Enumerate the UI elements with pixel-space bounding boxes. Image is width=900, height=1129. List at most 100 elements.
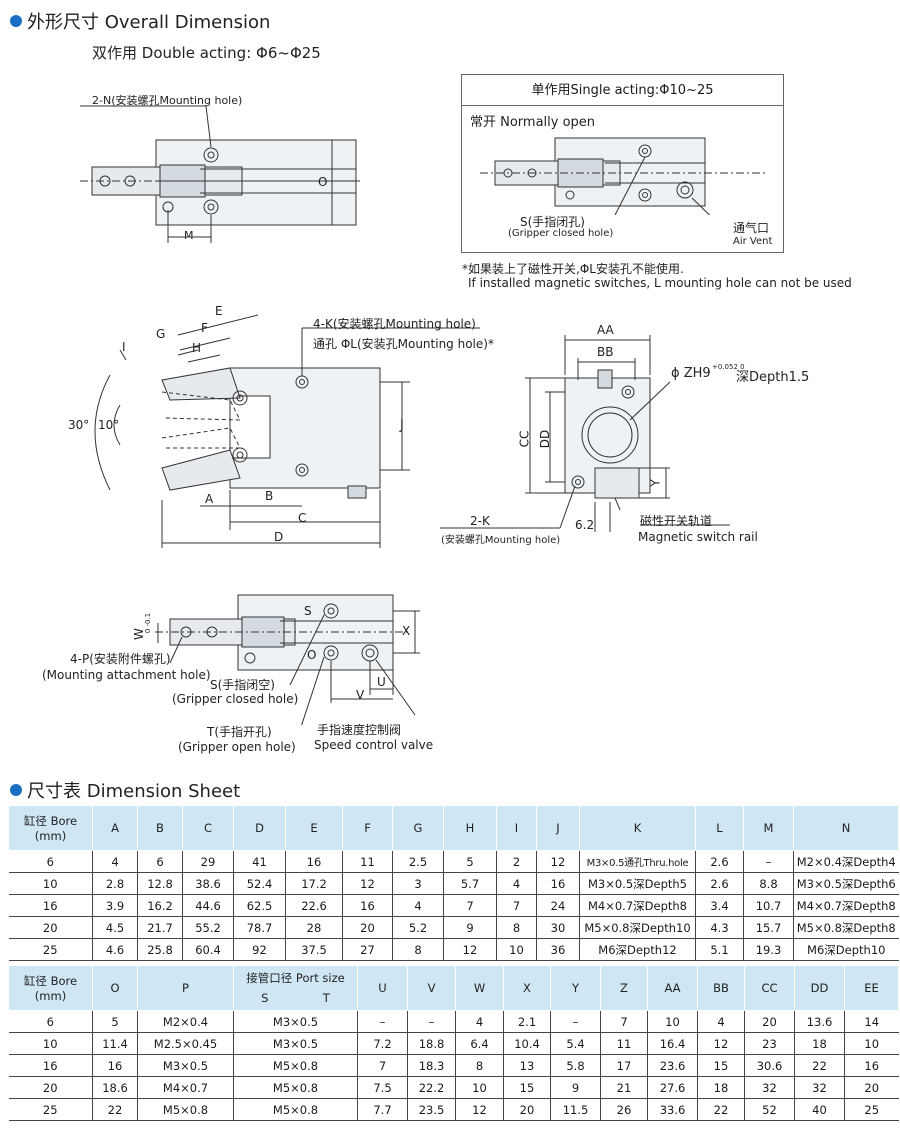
table-cell: 78.7: [233, 916, 286, 939]
table-cell: 44.6: [182, 894, 234, 917]
table-cell: 10: [455, 1076, 504, 1099]
dim-62-label: 6.2: [575, 518, 595, 532]
dim-cc-label: CC: [517, 430, 532, 448]
column-header: V: [407, 965, 456, 1011]
dim-d-label: D: [274, 530, 284, 544]
table-cell: 60.4: [182, 938, 234, 961]
port-o-label: O: [307, 648, 317, 662]
table-cell: 21: [600, 1076, 648, 1099]
table-cell: 23: [744, 1032, 795, 1055]
table-cell: 25: [844, 1098, 899, 1121]
table-cell: 18.6: [92, 1076, 138, 1099]
table-cell: 5: [92, 1010, 138, 1033]
gripper-closed-en: (Gripper closed hole): [172, 692, 299, 706]
table-cell: 5.4: [550, 1032, 601, 1055]
table-cell: 20: [503, 1098, 551, 1121]
single-acting-box: 单作用Single acting:Φ10~25: [461, 74, 784, 253]
table-cell: M3×0.5: [233, 1032, 358, 1055]
switch-note-cn: *如果装上了磁性开关,ΦL安装孔不能使用.: [462, 262, 684, 276]
column-header: N: [793, 805, 899, 851]
table-cell: 10.7: [743, 894, 794, 917]
table-cell: 14: [844, 1010, 899, 1033]
column-header: H: [443, 805, 497, 851]
table-cell: M3×0.5深Depth5: [579, 872, 696, 895]
table-cell: 10: [8, 1032, 93, 1055]
dim-c-label: C: [298, 511, 307, 525]
attachment-hole-en: (Mounting attachment hole): [42, 668, 211, 682]
table-cell: 23.5: [407, 1098, 456, 1121]
table-cell: 10: [844, 1032, 899, 1055]
table-cell: 10: [496, 938, 537, 961]
table-cell: 8: [496, 916, 537, 939]
table-cell: 12.8: [137, 872, 183, 895]
table-cell: 30.6: [744, 1054, 795, 1077]
table-cell: 13.6: [794, 1010, 845, 1033]
table-cell: 11: [342, 850, 393, 873]
column-header: J: [536, 805, 580, 851]
table-cell: 11: [600, 1032, 648, 1055]
mount-2k-label: 2-K: [470, 514, 490, 528]
table-cell: 25: [8, 938, 93, 961]
gripper-closed-hole-en: (Gripper closed hole): [508, 228, 614, 239]
port-s-label: S: [304, 604, 312, 618]
table-cell: 10: [647, 1010, 698, 1033]
table-cell: 23.6: [647, 1054, 698, 1077]
table-cell: 41: [233, 850, 286, 873]
table-cell: 21.7: [137, 916, 183, 939]
dim-u-label: U: [377, 675, 386, 689]
table-cell: M3×0.5: [137, 1054, 234, 1077]
table-cell: –: [550, 1010, 601, 1033]
table-cell: 13: [503, 1054, 551, 1077]
dimension-sheet-title: 尺寸表 Dimension Sheet: [27, 781, 241, 802]
table-cell: 3.9: [92, 894, 138, 917]
table-cell: 20: [8, 916, 93, 939]
column-header: EE: [844, 965, 899, 1011]
table-cell: M3×0.5通孔Thru.hole: [579, 850, 696, 873]
table-cell: 20: [844, 1076, 899, 1099]
dim-y-label: Y: [648, 479, 663, 487]
gripper-open-en: (Gripper open hole): [178, 740, 296, 754]
double-acting-subtitle: 双作用 Double acting: Φ6~Φ25: [92, 44, 321, 62]
bottom-view-drawing: [155, 594, 420, 725]
table-2-header-row: 缸径 Bore (mm) O P 接管口径 Port size S T U V …: [8, 965, 899, 1011]
table-cell: M6深Depth10: [793, 938, 899, 961]
table-cell: 4.6: [92, 938, 138, 961]
table-cell: 16: [92, 1054, 138, 1077]
table-cell: 3.4: [695, 894, 744, 917]
column-header-port-size: 接管口径 Port size S T: [233, 965, 358, 1011]
table-cell: 6: [8, 1010, 93, 1033]
column-header: M: [743, 805, 794, 851]
column-header: U: [357, 965, 408, 1011]
table-cell: 25: [8, 1098, 93, 1121]
table-cell: 6.4: [455, 1032, 504, 1055]
zh9-label: ϕ ZH9: [671, 366, 711, 381]
table-cell: 20: [342, 916, 393, 939]
port-t-subheader: T: [322, 991, 330, 1005]
gripper-closed-cn: S(手指闭空): [210, 678, 275, 692]
table-cell: 16: [285, 850, 343, 873]
table-cell: –: [357, 1010, 408, 1033]
table-cell: 7.5: [357, 1076, 408, 1099]
table-cell: 55.2: [182, 916, 234, 939]
bullet-icon: [10, 15, 22, 27]
table-cell: 28: [285, 916, 343, 939]
column-header: L: [695, 805, 744, 851]
switch-note-en: If installed magnetic switches, L mounti…: [468, 276, 852, 290]
column-header: G: [392, 805, 444, 851]
mount-4k-label: 4-K(安装螺孔Mounting hole): [313, 317, 476, 331]
column-header: 缸径 Bore (mm): [8, 805, 93, 851]
table-cell: –: [743, 850, 794, 873]
thru-l-label: 通孔 ΦL(安装孔Mounting hole)*: [313, 337, 494, 351]
dim-a-label: A: [205, 492, 214, 506]
dim-v-label: V: [356, 688, 365, 702]
table-cell: 12: [697, 1032, 745, 1055]
table-cell: 38.6: [182, 872, 234, 895]
single-acting-title: 单作用Single acting:Φ10~25: [462, 75, 783, 106]
table-cell: 26: [600, 1098, 648, 1121]
table-cell: 22: [697, 1098, 745, 1121]
front-view-drawing: [94, 314, 480, 548]
